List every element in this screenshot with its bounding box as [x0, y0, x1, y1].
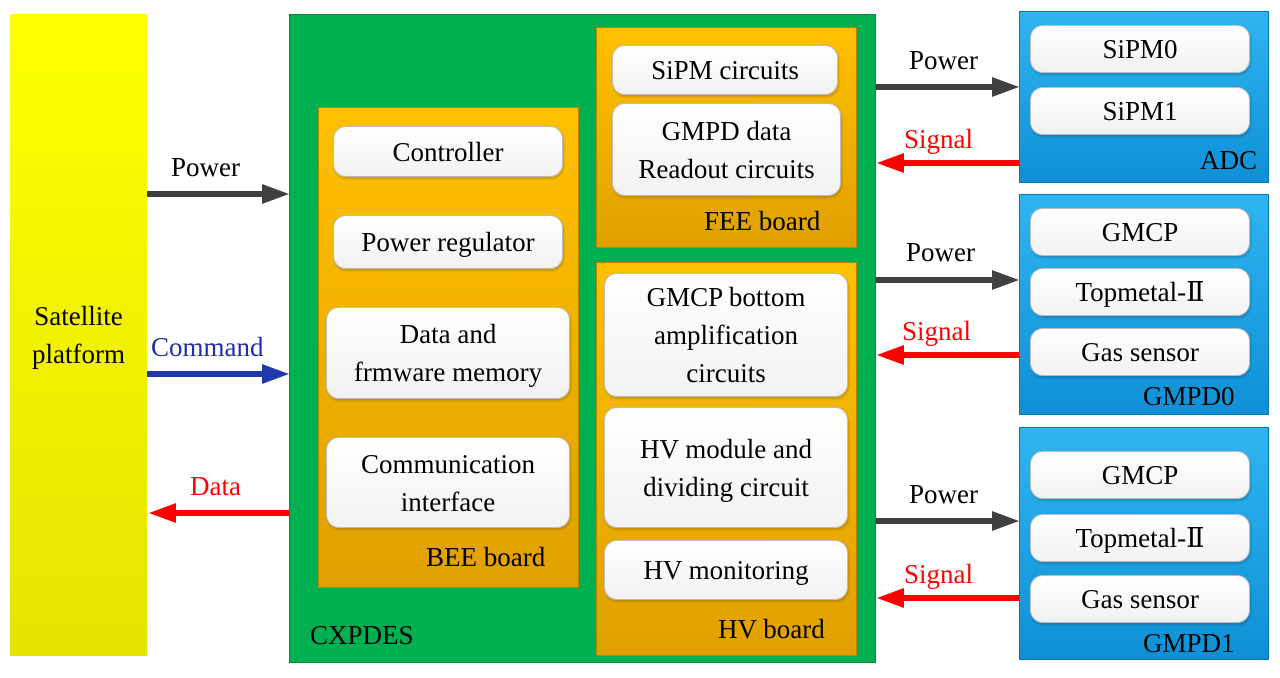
hv-monitoring-label: HV monitoring — [643, 555, 809, 585]
gmpd0-gas-sensor-box: Gas sensor — [1030, 328, 1250, 376]
gmpd1-gas-sensor-label: Gas sensor — [1081, 584, 1199, 614]
controller-label: Controller — [392, 136, 504, 167]
hv-monitoring-box: HV monitoring — [604, 540, 848, 600]
gmpd0-gas-sensor-label: Gas sensor — [1081, 337, 1199, 367]
gmpd1-label: GMPD1 — [1143, 628, 1235, 658]
gmpd-readout-line2: Readout circuits — [638, 153, 815, 184]
gmcp-amp-line2: amplification — [654, 320, 798, 350]
hv-board-label: HV board — [718, 614, 825, 644]
comm-label-line1: Communication — [361, 448, 535, 479]
sat-data-label: Data — [190, 471, 241, 501]
satellite-label-line2: platform — [32, 339, 125, 369]
data-firmware-memory-box: Data and frmware memory — [326, 307, 570, 399]
comm-label-line2: interface — [400, 486, 496, 517]
sipm-circuits-box: SiPM circuits — [612, 45, 838, 95]
power-regulator-label: Power regulator — [361, 227, 535, 257]
gmpd0-label: GMPD0 — [1143, 381, 1235, 411]
sat-power-label: Power — [171, 152, 240, 182]
sat-command-arrow — [147, 364, 289, 384]
gmpd1-gmcp-box: GMCP — [1030, 451, 1250, 499]
sipm-circuits-label: SiPM circuits — [651, 55, 799, 85]
gmpd-readout-box: GMPD data Readout circuits — [612, 103, 841, 196]
memory-label-line2: frmware memory — [353, 357, 543, 387]
gmpd1-signal-label: Signal — [904, 559, 974, 589]
gmcp-amp-line3: circuits — [686, 358, 766, 388]
hv-module-box: HV module and dividing circuit — [604, 407, 848, 528]
gmpd-readout-line1: GMPD data — [661, 115, 792, 146]
gmpd0-topmetal-label: Topmetal-Ⅱ — [1075, 277, 1205, 307]
controller-box: Controller — [333, 126, 563, 177]
cxpdes-label: CXPDES — [310, 620, 414, 650]
gmpd1-gas-sensor-box: Gas sensor — [1030, 575, 1250, 623]
gmpd0-power-label: Power — [906, 237, 975, 267]
gmpd1-power-arrow — [876, 511, 1019, 531]
sipm1-label: SiPM1 — [1102, 96, 1178, 126]
communication-interface-box: Communication interface — [326, 437, 570, 528]
gmpd0-signal-label: Signal — [902, 316, 972, 346]
gmcp-bottom-amplification-box: GMCP bottom amplification circuits — [604, 273, 848, 397]
gmpd0-signal-arrow — [877, 345, 1019, 365]
fee-board-label: FEE board — [704, 206, 821, 236]
sipm0-box: SiPM0 — [1030, 25, 1250, 73]
sat-power-arrow — [147, 184, 289, 204]
adc-label: ADC — [1200, 145, 1258, 175]
gmpd1-signal-arrow — [877, 588, 1019, 608]
adc-power-arrow — [876, 77, 1019, 97]
gmpd1-topmetal-label: Topmetal-Ⅱ — [1075, 523, 1205, 553]
satellite-platform-block: Satellite platform — [10, 14, 147, 656]
adc-signal-label: Signal — [904, 124, 974, 154]
bee-board-label: BEE board — [426, 542, 546, 572]
gmpd0-gmcp-box: GMCP — [1030, 208, 1250, 256]
gmpd1-power-label: Power — [909, 479, 978, 509]
power-regulator-box: Power regulator — [333, 215, 563, 269]
sat-command-label: Command — [151, 332, 264, 362]
sipm1-box: SiPM1 — [1030, 87, 1250, 135]
gmpd0-power-arrow — [876, 270, 1019, 290]
gmcp-amp-line1: GMCP bottom — [646, 282, 806, 312]
adc-power-label: Power — [909, 45, 978, 75]
adc-signal-arrow — [877, 153, 1019, 173]
gmpd1-gmcp-label: GMCP — [1101, 460, 1179, 490]
satellite-label-line1: Satellite — [34, 301, 123, 331]
gmpd0-topmetal-box: Topmetal-Ⅱ — [1030, 268, 1250, 316]
sipm0-label: SiPM0 — [1102, 34, 1178, 64]
sat-data-arrow — [149, 503, 289, 523]
gmpd1-topmetal-box: Topmetal-Ⅱ — [1030, 514, 1250, 562]
memory-label-line1: Data and — [399, 319, 497, 349]
gmpd0-gmcp-label: GMCP — [1101, 217, 1179, 247]
hv-module-line1: HV module and — [640, 433, 812, 464]
hv-module-line2: dividing circuit — [643, 471, 809, 502]
